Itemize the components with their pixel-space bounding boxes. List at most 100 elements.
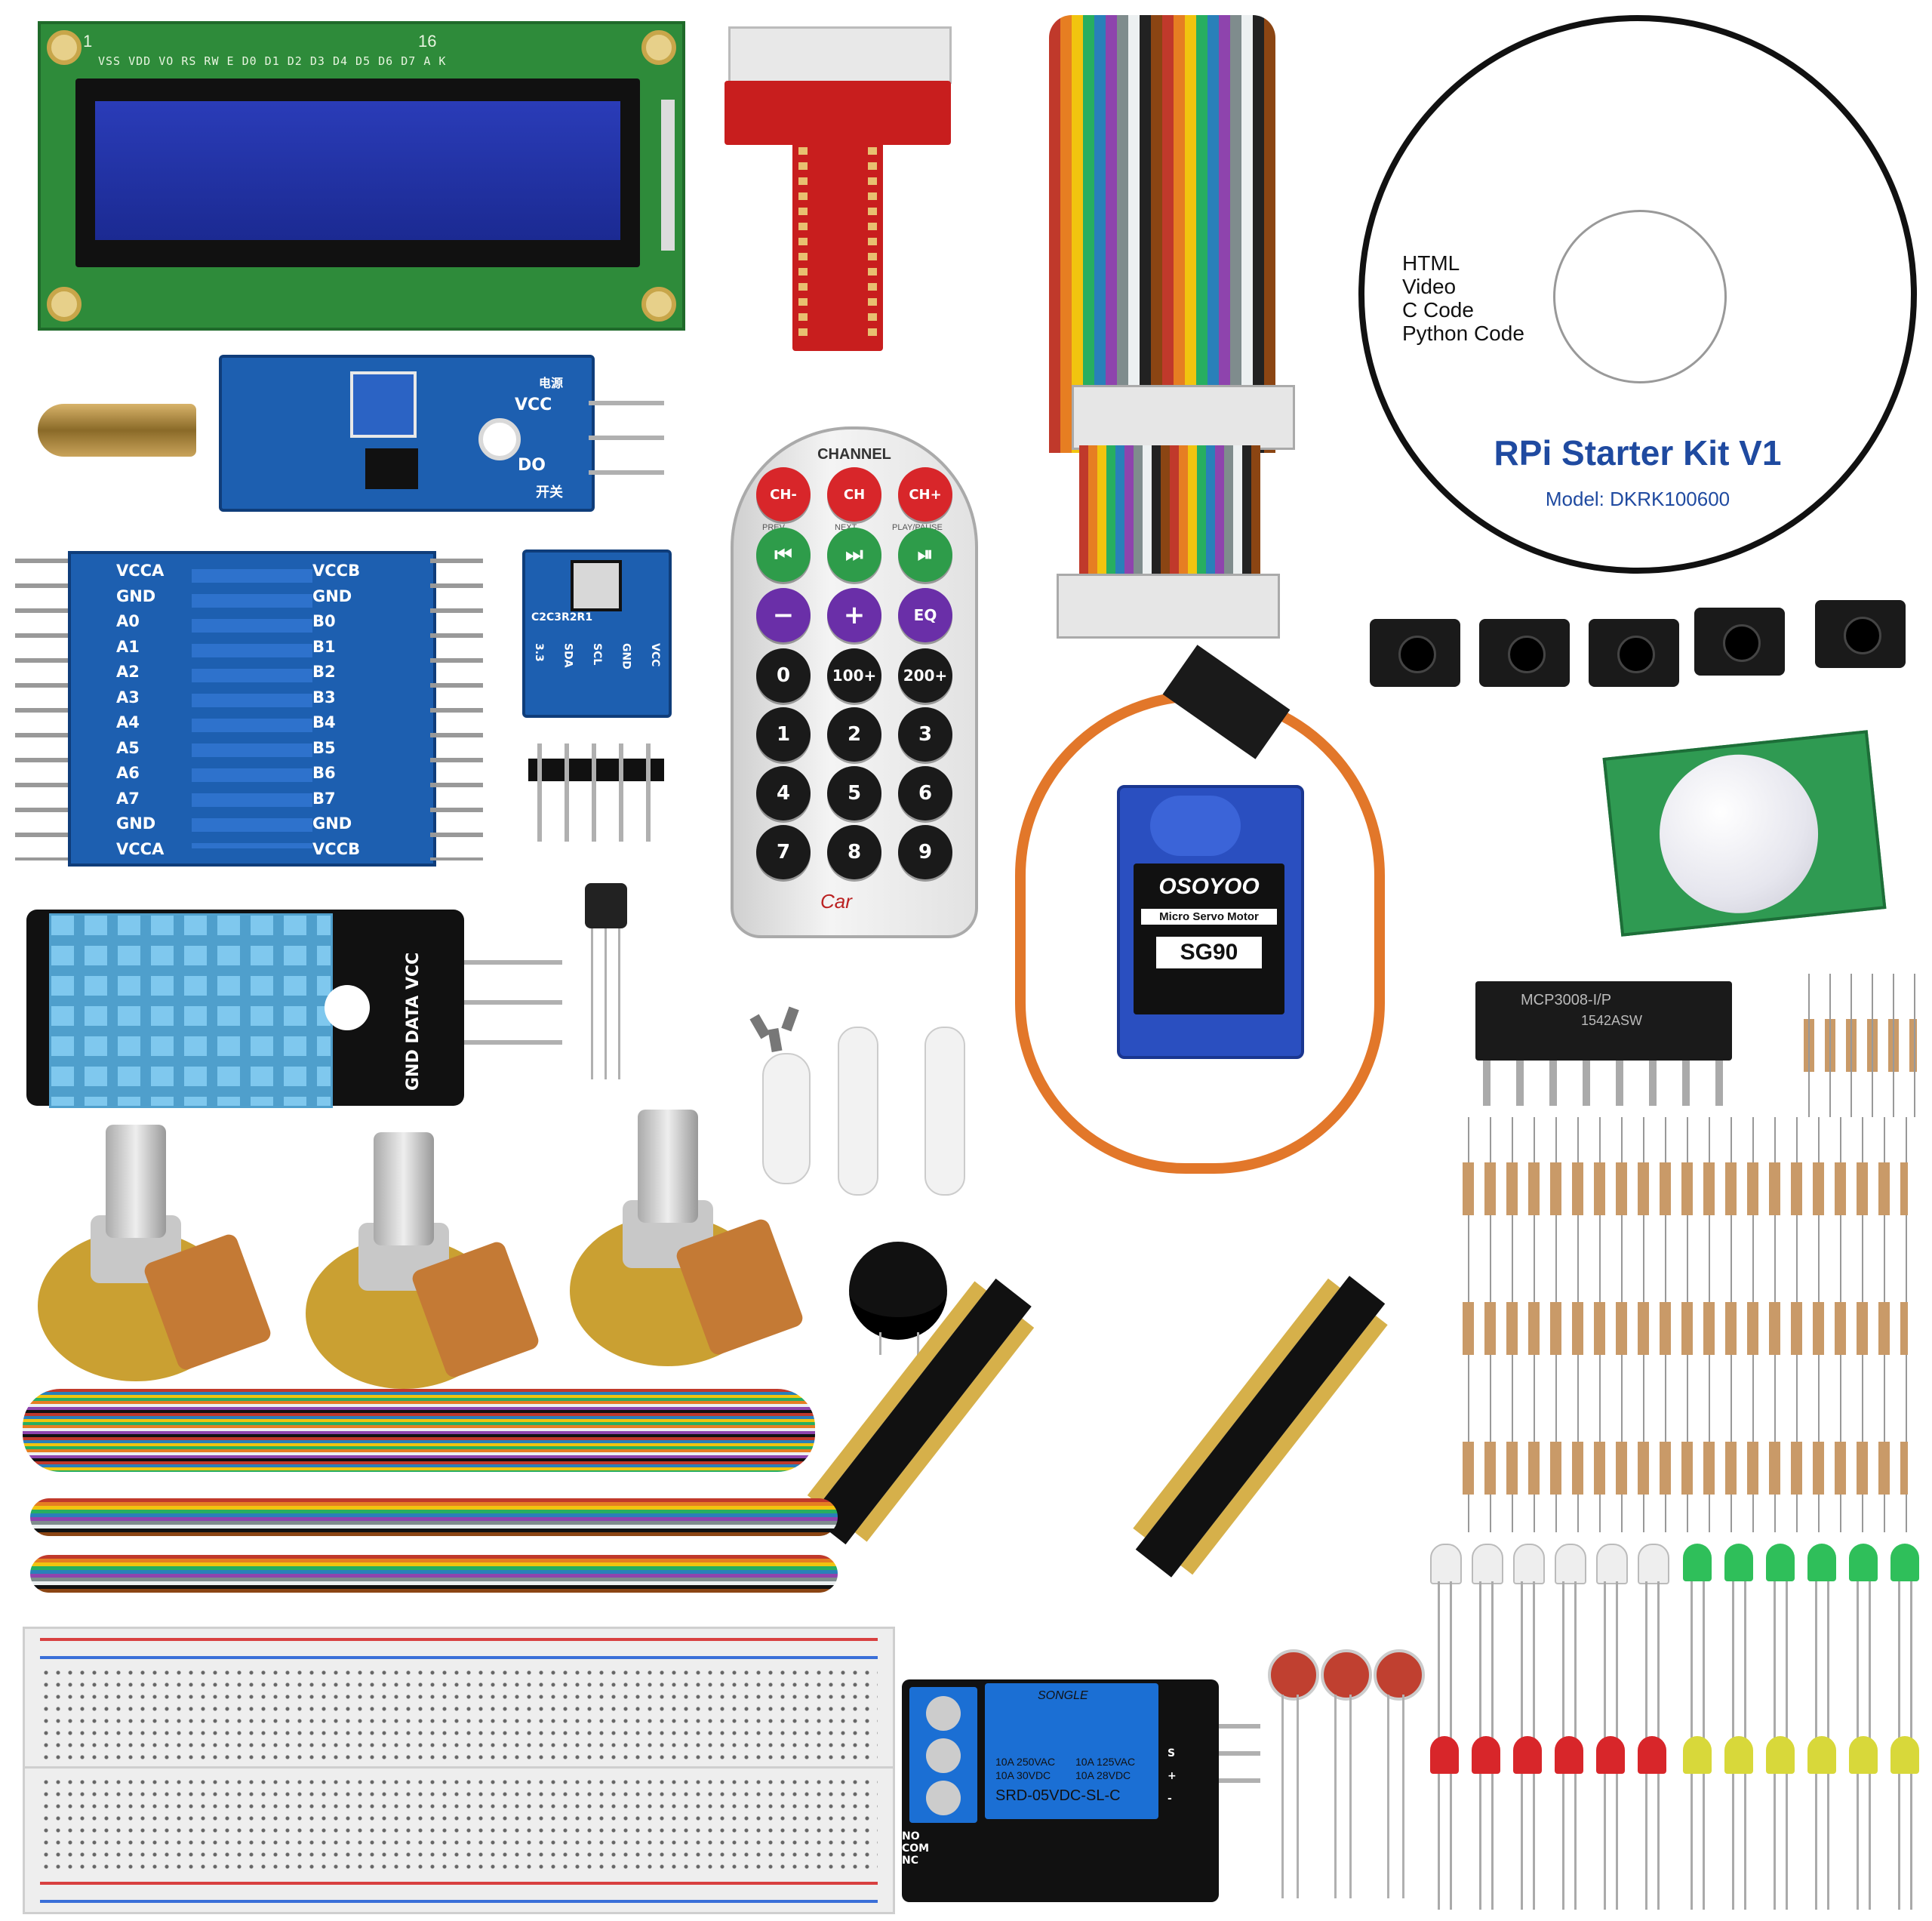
remote-btn-9[interactable]: 9 — [898, 825, 952, 879]
cobbler-stem — [792, 140, 883, 351]
remote-btn-eq[interactable]: EQ — [898, 588, 952, 642]
remote-btn-2[interactable]: 2 — [827, 707, 881, 762]
level-shifter-right-labels: VCCB GND B0 B1 B2 B3 B4 B5 B6 B7 GND VCC… — [312, 562, 380, 865]
sensor-chip — [571, 560, 622, 611]
ls-left-5: A3 — [116, 688, 140, 707]
pir-fresnel-dome — [1651, 747, 1826, 922]
servo-label: OSOYOO Micro Servo Motor SG90 — [1134, 864, 1284, 1014]
lcd-mount-hole-bl — [47, 287, 82, 322]
dht11-header-pins — [464, 959, 562, 1049]
cd-hub — [1553, 210, 1727, 383]
servo-screws — [747, 1006, 823, 1053]
remote-btn-4[interactable]: 4 — [756, 766, 811, 820]
ls-right-0: VCCB — [312, 562, 361, 580]
pressure-pin-3: GND — [620, 643, 632, 670]
lcd-mount-hole-tr — [641, 30, 676, 65]
relay-rating-3: 10A 30VDC — [995, 1769, 1051, 1781]
cobbler-top-bar — [724, 81, 951, 145]
relay-module: NO COM NC SONGLE 10A 250VAC 10A 125VAC 1… — [902, 1679, 1219, 1902]
breadboard-1 — [23, 1627, 895, 1771]
lcd-module: 1 VSS VDD VO RS RW E D0 D1 D2 D3 D4 D5 D… — [38, 21, 685, 331]
relay-body: SONGLE 10A 250VAC 10A 125VAC 10A 30VDC 1… — [985, 1683, 1158, 1819]
led-green-3 — [1766, 1544, 1795, 1740]
next-track-icon[interactable]: ⏭ — [827, 528, 881, 582]
comparator-chip — [365, 448, 418, 489]
tactile-button-4 — [1694, 608, 1785, 676]
dht11-sensor-body — [49, 913, 333, 1108]
led-yellow-5 — [1849, 1736, 1878, 1910]
ribbon-connector-mid — [1072, 385, 1295, 450]
ls-right-6: B4 — [312, 713, 336, 731]
ls-right-8: B6 — [312, 764, 336, 782]
servo-model-line: Micro Servo Motor — [1141, 909, 1277, 925]
ls-left-7: A5 — [116, 738, 140, 757]
led-red-2 — [1472, 1736, 1500, 1910]
resistor-row-3 — [1463, 1442, 1908, 1495]
remote-btn-200plus[interactable]: 200+ — [898, 648, 952, 703]
tactile-button-3 — [1589, 619, 1679, 687]
dht11-board: GND DATA VCC — [26, 910, 464, 1108]
mcp3008-pins — [1483, 1061, 1724, 1106]
tilt-label-switch: 开关 — [536, 485, 563, 500]
mcp3008-chip: MCP3008-I/P 1542ASW — [1475, 981, 1732, 1061]
relay-model: SRD-05VDC-SL-C — [995, 1787, 1121, 1804]
remote-btn-0[interactable]: 0 — [756, 648, 811, 703]
led-white-6 — [1638, 1544, 1669, 1740]
lcd-pin-labels: VSS VDD VO RS RW E D0 D1 D2 D3 D4 D5 D6 … — [98, 54, 447, 68]
led-green-5 — [1849, 1544, 1878, 1740]
remote-btn-vol-minus[interactable]: − — [756, 588, 811, 642]
level-shifter-board: VCCA GND A0 A1 A2 A3 A4 A5 A6 A7 GND VCC… — [68, 551, 436, 867]
cd-item-c-code: C Code — [1402, 298, 1474, 322]
remote-btn-7[interactable]: 7 — [756, 825, 811, 879]
relay-pin-com: COM — [902, 1842, 930, 1855]
resistor-set-small-leads — [1808, 974, 1921, 1117]
cd-model: Model: DKRK100600 — [1545, 488, 1730, 510]
led-white-5 — [1596, 1544, 1628, 1740]
ls-left-6: A4 — [116, 713, 140, 731]
remote-btn-vol-plus[interactable]: + — [827, 588, 881, 642]
led-green-1 — [1683, 1544, 1712, 1740]
mcp3008-code: 1542ASW — [1581, 1013, 1643, 1028]
remote-btn-ch-plus[interactable]: CH+ — [898, 467, 952, 522]
led-yellow-3 — [1766, 1736, 1795, 1910]
mcp3008-part: MCP3008-I/P — [1521, 992, 1612, 1008]
ribbon-cable — [1049, 15, 1295, 639]
ls-left-9: A7 — [116, 789, 140, 808]
cd-item-python-code: Python Code — [1402, 322, 1524, 345]
led-green-4 — [1807, 1544, 1836, 1740]
pressure-pin-2: SCL — [591, 643, 603, 666]
play-pause-icon[interactable]: ⏯ — [898, 528, 952, 582]
led-red-3 — [1513, 1736, 1542, 1910]
led-yellow-6 — [1890, 1736, 1919, 1910]
cobbler-connector — [728, 26, 952, 84]
ls-right-2: B0 — [312, 612, 336, 630]
remote-btn-ch-minus[interactable]: CH- — [756, 467, 811, 522]
relay-rating-2: 10A 125VAC — [1075, 1756, 1136, 1768]
remote-btn-1[interactable]: 1 — [756, 707, 811, 762]
photoresistor-3 — [1374, 1649, 1425, 1898]
dht11-pin-labels: GND DATA VCC — [404, 952, 423, 1091]
lcd-screen — [95, 101, 620, 240]
led-red-6 — [1638, 1736, 1666, 1910]
remote-btn-ch[interactable]: CH — [827, 467, 881, 522]
header-strip-2 — [1135, 1276, 1386, 1578]
relay-pin-labels-left: NO COM NC — [902, 1830, 932, 1867]
ls-left-1: GND — [116, 586, 156, 605]
pressure-pin-4: VCC — [649, 643, 661, 667]
ls-right-11: VCCB — [312, 839, 361, 858]
pressure-pin-1: SDA — [561, 643, 574, 668]
remote-btn-6[interactable]: 6 — [898, 766, 952, 820]
remote-btn-100plus[interactable]: 100+ — [827, 648, 881, 703]
cobbler-pin-row-left — [798, 147, 808, 342]
remote-btn-3[interactable]: 3 — [898, 707, 952, 762]
remote-btn-8[interactable]: 8 — [827, 825, 881, 879]
remote-btn-5[interactable]: 5 — [827, 766, 881, 820]
pressure-pin-0: 3.3 — [533, 643, 545, 662]
pressure-sensor-board: C2C3R2R1 3.3 SDA SCL GND VCC — [522, 550, 672, 718]
pressure-pin-labels: 3.3 SDA SCL GND VCC — [533, 643, 661, 670]
ls-left-3: A1 — [116, 637, 140, 656]
prev-track-icon[interactable]: ⏮ — [756, 528, 811, 582]
servo-motor: OSOYOO Micro Servo Motor SG90 — [1117, 785, 1304, 1059]
led-white-1 — [1430, 1544, 1462, 1740]
ls-right-1: GND — [312, 586, 352, 605]
